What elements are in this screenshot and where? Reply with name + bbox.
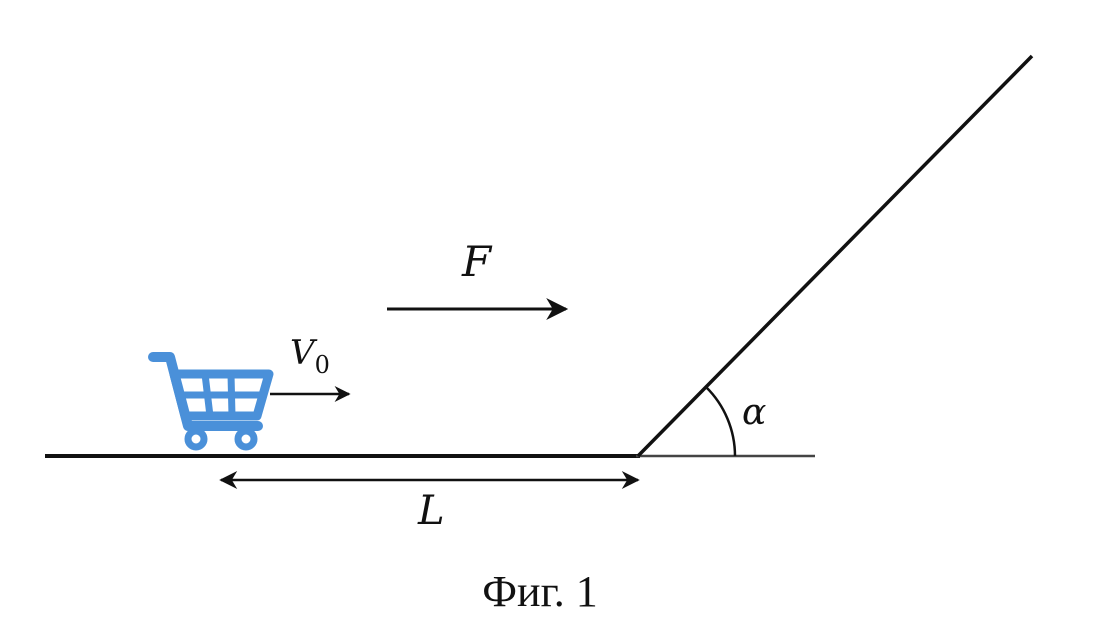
length-label: L — [417, 488, 445, 534]
velocity-symbol: V — [290, 333, 318, 373]
velocity-label: V0 — [290, 333, 330, 379]
velocity-subscript: 0 — [315, 351, 330, 379]
angle-label: α — [742, 392, 766, 433]
angle-arc — [705, 386, 737, 457]
force-label: F — [461, 237, 493, 286]
shopping-cart-icon — [148, 352, 274, 451]
incline-line — [636, 54, 1034, 458]
figure-caption: Фиг. 1 — [482, 567, 597, 616]
